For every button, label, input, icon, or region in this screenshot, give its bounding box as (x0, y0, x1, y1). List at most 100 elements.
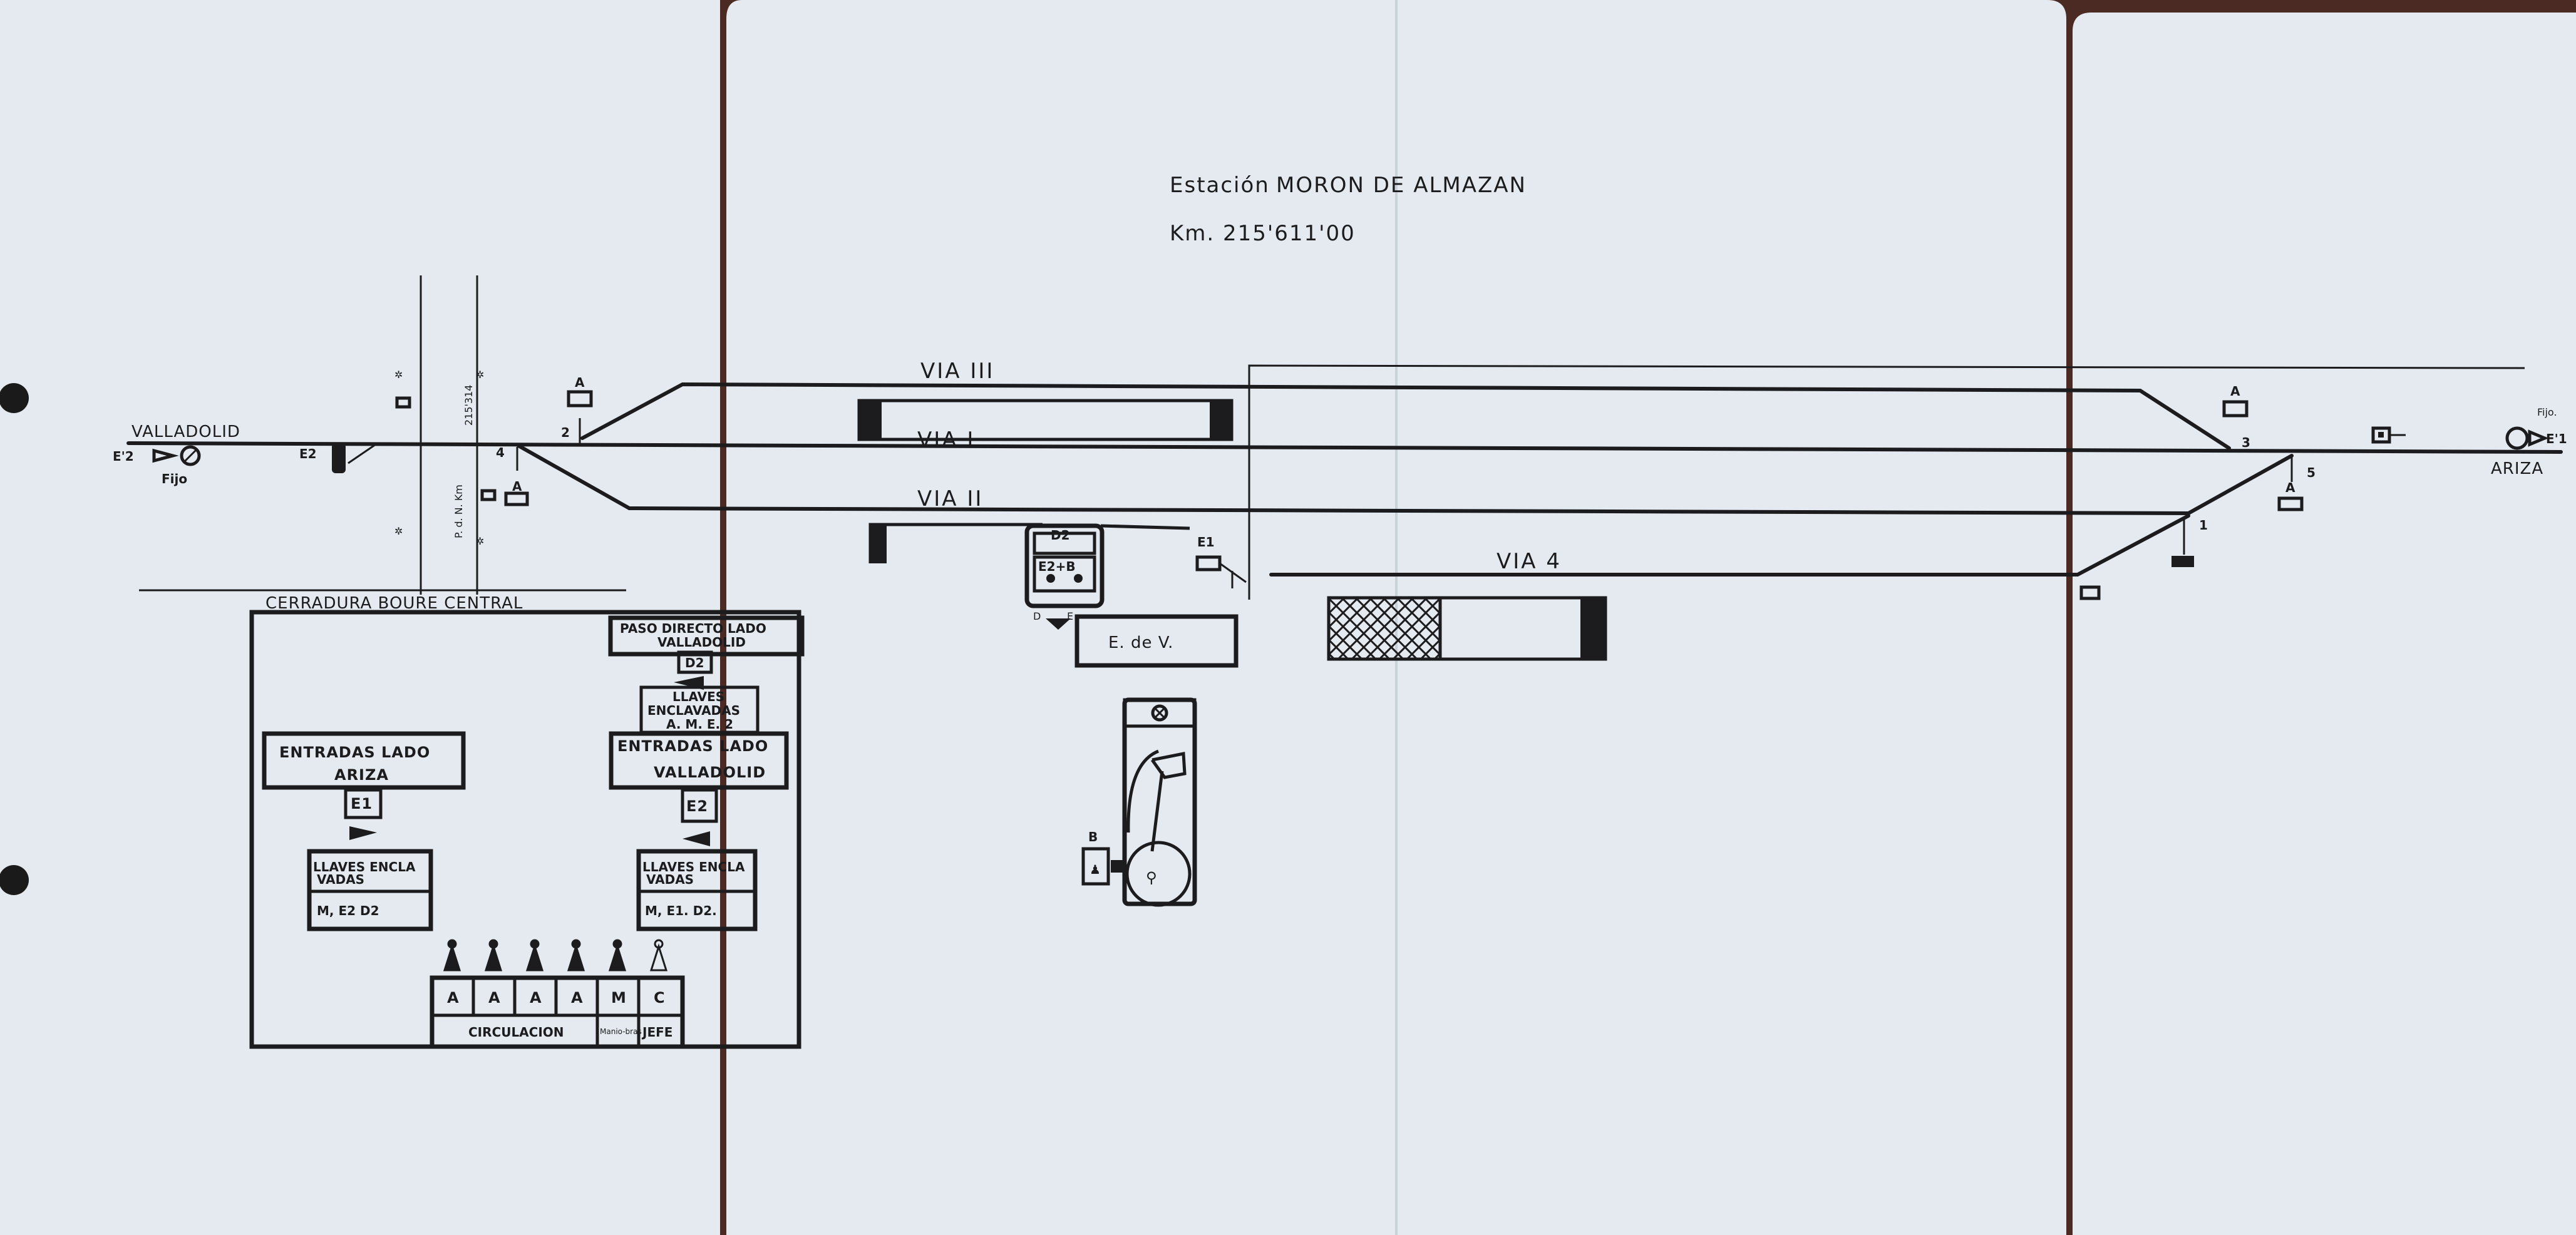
entradas-ariza-line1: ENTRADAS LADO (279, 744, 430, 761)
warehouse-hatched (1327, 596, 1442, 661)
gate-icon-3: ✲ (394, 525, 403, 537)
lever-wheel (1125, 841, 1192, 907)
interlock-header: CERRADURA BOURE CENTRAL (265, 594, 523, 613)
direction-east: ARIZA (2491, 459, 2543, 478)
paso-directo-line1: PASO DIRECTO LADO (620, 621, 766, 636)
switch-5-box (2277, 496, 2304, 511)
signal-fijo-left: Fijo (162, 471, 187, 486)
key-lever-icons (443, 939, 668, 971)
lever-arc (1126, 749, 1160, 833)
cabin-lever-dot-2 (1074, 574, 1083, 583)
siding-top-line (1248, 364, 2525, 600)
track-via-1 (126, 441, 2563, 454)
maniobras-label: Manio-bras (600, 1027, 642, 1036)
e2-label: E2 (686, 797, 708, 815)
cabin-left-tag: D (1033, 610, 1041, 622)
key-lever-icon-2 (484, 939, 503, 971)
crossing-pk-label: P. d. N. Km (453, 484, 465, 538)
label-via-4: VIA 4 (1497, 549, 1562, 574)
llaves-right-line3: M, E1. D2. (645, 903, 717, 918)
lever-frame-indicator-x2 (1154, 707, 1165, 719)
switch-number-4: 4 (496, 445, 505, 460)
signal-cabin (1024, 523, 1105, 608)
punch-hole-bottom (0, 865, 29, 895)
paper-panel-left (0, 0, 720, 1235)
cabin-pointer-icon (1046, 618, 1071, 630)
signal-e2-label: E2 (299, 446, 317, 461)
key-lever-icon-5 (608, 939, 627, 971)
paso-directo-box (608, 615, 805, 657)
e2-lever-icon (683, 831, 710, 846)
switch-4-box (504, 491, 529, 506)
lever-frame-indicator-icon (1151, 704, 1168, 722)
key-lever-icon-6 (649, 939, 668, 971)
entradas-valladolid-line1: ENTRADAS LADO (617, 737, 768, 755)
llaves-top-line2: ENCLAVADAS (647, 703, 740, 718)
signal-e1-label: E1 (1197, 535, 1215, 550)
key-cell-3: A (530, 989, 542, 1007)
lever-frame-head (1123, 698, 1197, 728)
platform-via-2-right (1100, 524, 1190, 530)
entradas-valladolid-line2: VALLADOLID (654, 764, 766, 781)
signal-e1-prime-label: E'1 (2546, 431, 2567, 446)
cabin-d2-box (1033, 531, 1096, 555)
signal-e2-dash (348, 443, 376, 464)
marker-a-switch-4: A (512, 479, 522, 494)
circulacion-label: CIRCULACION (468, 1025, 564, 1040)
warehouse-end (1580, 598, 1605, 659)
key-cell-1: A (447, 989, 460, 1007)
platform-hatch-right (1210, 401, 1232, 439)
punch-hole-top (0, 383, 29, 413)
llaves-top-line1: LLAVES (672, 689, 724, 704)
cabin-right-tag: E (1067, 610, 1073, 622)
switch-number-2: 2 (561, 425, 570, 440)
d2-label: D2 (685, 655, 704, 670)
signal-fijo-right: Fijo. (2537, 406, 2557, 418)
cabin-top-label: D2 (1051, 528, 1070, 543)
track-via-4 (1269, 514, 2190, 577)
km-label: Km. 215'611'00 (1170, 221, 1356, 246)
entradas-ariza-box (262, 731, 466, 790)
switch-1-lock (2172, 556, 2194, 567)
key-cells-row: A A A A M C CIRCULACION Manio-bras JEFE (430, 975, 685, 1049)
signal-e1-prime-disc (2505, 426, 2529, 450)
platform-hatch-left (859, 401, 882, 439)
lever-handle (1150, 751, 1187, 779)
paper-panel-right (2073, 13, 2576, 1235)
direction-west: VALLADOLID (131, 423, 240, 441)
e1-label: E1 (351, 795, 373, 812)
key-cell-5: M (611, 989, 627, 1007)
signal-e2-prime-disc (180, 445, 201, 466)
cabin-bottom-label: E2+B (1038, 559, 1076, 574)
lever-rod (1150, 771, 1164, 852)
signal-e2-prime-slash (183, 448, 198, 463)
lever-frame-b-icon: ♟ (1090, 862, 1101, 877)
marker-a-switch-3: A (2230, 384, 2240, 399)
switch-via4-box (2079, 585, 2101, 600)
signal-right-dot (2378, 432, 2384, 438)
switch-number-1: 1 (2199, 518, 2208, 533)
crossing-pk-value: 215'314 (463, 385, 475, 426)
e2-box (681, 788, 718, 823)
switch-number-3: 3 (2242, 435, 2250, 450)
station-prefix: Estación (1170, 173, 1270, 198)
llaves-left-line1: LLAVES ENCLA (313, 859, 416, 874)
switch-3-box (2222, 400, 2249, 418)
key-cell-2: A (488, 989, 501, 1007)
marker-a-switch-2: A (575, 375, 585, 390)
signal-e2-prime-label: E'2 (113, 449, 134, 464)
key-cell-6: C (654, 989, 666, 1007)
signal-e2-mast (332, 443, 346, 473)
platform-via-2-hatch (870, 525, 887, 563)
track-via-2 (517, 444, 2294, 516)
label-via-2: VIA II (917, 486, 983, 511)
lever-frame-b-box (1081, 847, 1110, 886)
marker-a-switch-5: A (2285, 480, 2295, 495)
e1-lever-icon (349, 826, 377, 840)
key-lever-icon-1 (443, 939, 461, 971)
signal-e2-prime-arrow (152, 448, 179, 463)
d2-box (677, 650, 713, 674)
llaves-top-line3: A. M. E. 2 (666, 717, 733, 732)
ev-box (1074, 614, 1239, 668)
